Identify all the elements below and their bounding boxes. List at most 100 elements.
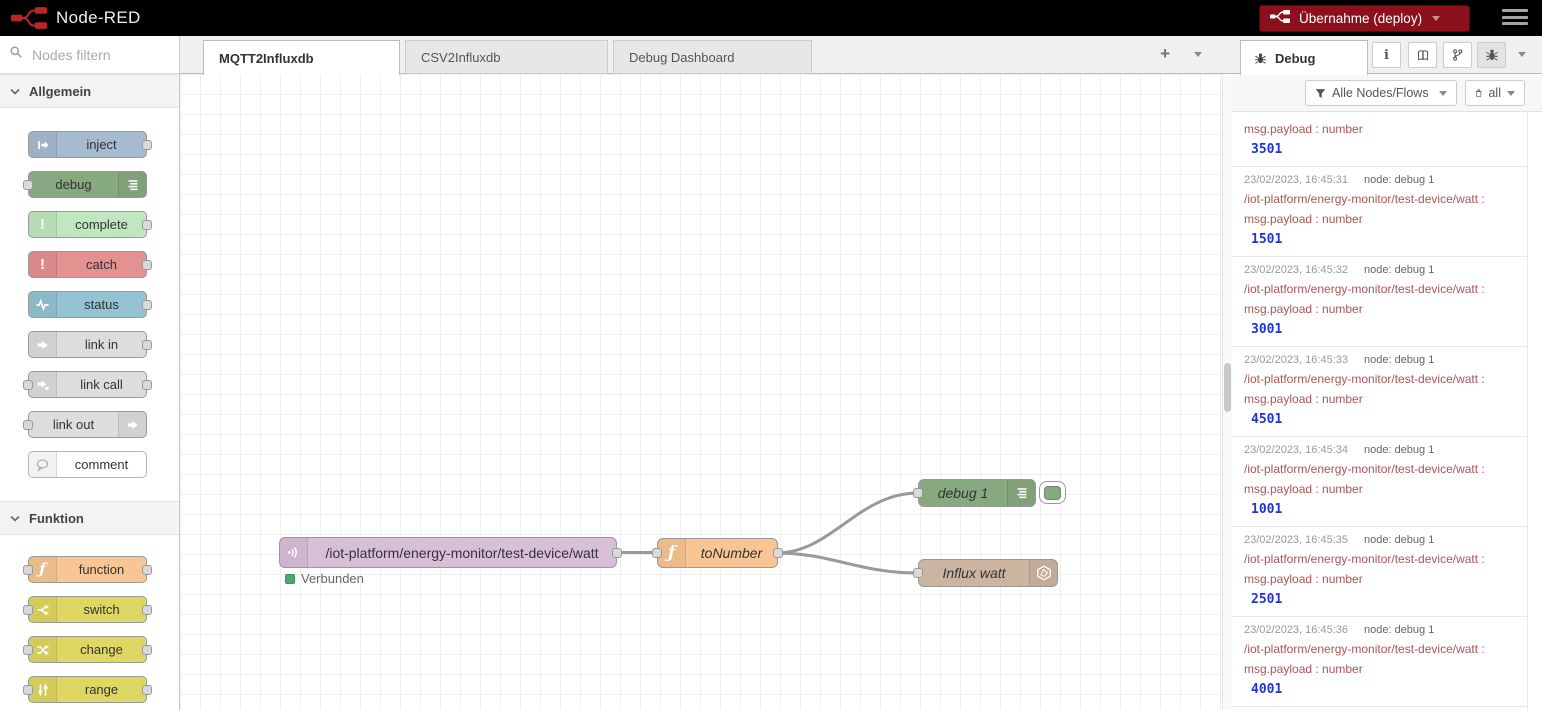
change-shuffle-icon — [29, 637, 57, 662]
output-port[interactable] — [142, 139, 152, 150]
debug-enable-toggle[interactable] — [1039, 481, 1066, 504]
output-port[interactable] — [142, 564, 152, 575]
connected-status-label: Verbunden — [301, 571, 364, 586]
mqtt-status: Verbunden — [285, 571, 364, 586]
canvas-scrollbar-thumb[interactable] — [1224, 363, 1231, 412]
output-port[interactable] — [612, 547, 622, 558]
chevron-down-icon — [10, 88, 20, 95]
palette-search[interactable] — [0, 36, 179, 74]
palette-node-debug[interactable]: debug — [23, 171, 147, 198]
add-flow-button[interactable]: + — [1160, 44, 1170, 63]
palette-category-allgemein[interactable]: Allgemein — [0, 74, 179, 108]
input-port[interactable] — [23, 684, 33, 695]
info-icon: i — [1384, 47, 1389, 63]
output-port[interactable] — [142, 684, 152, 695]
input-port[interactable] — [913, 568, 923, 578]
palette-node-change[interactable]: change — [23, 636, 152, 663]
info-button[interactable]: i — [1372, 42, 1401, 68]
palette-node-switch[interactable]: switch — [23, 596, 152, 623]
bug-icon — [1255, 52, 1266, 64]
flow-tab-mqtt2influxdb[interactable]: MQTT2Influxdb — [203, 40, 400, 75]
input-port[interactable] — [23, 564, 33, 575]
palette-body: Allgemein inject debug ! complete — [0, 74, 179, 710]
input-port[interactable] — [23, 644, 33, 655]
deploy-caret-icon[interactable] — [1432, 16, 1441, 21]
output-port[interactable] — [142, 339, 152, 350]
output-port[interactable] — [142, 219, 152, 230]
output-port[interactable] — [142, 604, 152, 615]
app-title: Node-RED — [56, 8, 141, 27]
node-palette: Allgemein inject debug ! complete — [0, 36, 180, 710]
output-port[interactable] — [142, 299, 152, 310]
output-port[interactable] — [142, 259, 152, 270]
search-icon — [9, 45, 23, 64]
funnel-icon — [1315, 88, 1326, 98]
input-port[interactable] — [23, 419, 33, 430]
wires-layer — [617, 491, 920, 575]
palette-node-complete[interactable]: ! complete — [28, 211, 152, 238]
link-arrow-icon — [118, 412, 146, 437]
input-port[interactable] — [23, 604, 33, 615]
sidebar-menu-caret-icon[interactable] — [1518, 52, 1526, 57]
palette-node-comment[interactable]: comment — [28, 451, 147, 478]
output-port[interactable] — [773, 548, 783, 558]
link-call-icon — [29, 372, 57, 397]
deploy-button[interactable]: Übernahme (deploy) — [1259, 5, 1470, 32]
main-menu-button[interactable] — [1502, 9, 1528, 29]
function-icon: ƒ — [658, 539, 686, 567]
chevron-down-icon — [1439, 90, 1447, 96]
debug-clear-button[interactable]: all — [1465, 80, 1525, 106]
flow-list-caret-icon[interactable] — [1194, 52, 1202, 57]
input-port[interactable] — [913, 488, 923, 498]
mqtt-rss-icon — [280, 538, 308, 567]
mqtt-in-node[interactable]: /iot-platform/energy-monitor/test-device… — [279, 537, 622, 568]
debug-node[interactable]: debug 1 — [913, 479, 1036, 507]
palette-node-function[interactable]: ƒ function — [23, 556, 152, 583]
palette-node-inject[interactable]: inject — [28, 131, 152, 158]
palette-node-link-in[interactable]: link in — [28, 331, 152, 358]
connected-status-dot — [285, 573, 295, 584]
chevron-down-icon — [1507, 90, 1515, 96]
version-control-button[interactable] — [1443, 42, 1472, 68]
input-port[interactable] — [652, 548, 662, 558]
canvas-scrollbar[interactable] — [1222, 74, 1232, 710]
influxdb-out-node[interactable]: Influx watt — [913, 559, 1058, 587]
flow-tab-csv2influxdb[interactable]: CSV2Influxdb — [405, 40, 608, 74]
sidebar-tab-debug[interactable]: Debug — [1240, 40, 1368, 75]
search-input[interactable] — [30, 45, 165, 64]
node-label: debug 1 — [937, 485, 989, 501]
palette-node-link-out[interactable]: link out — [23, 411, 147, 438]
flow-canvas[interactable]: /iot-platform/energy-monitor/test-device… — [180, 74, 1232, 710]
sidebar-toolbar: Debug i — [1232, 36, 1542, 75]
influxdb-icon — [1029, 560, 1057, 586]
node-label: toNumber — [700, 545, 763, 561]
output-port[interactable] — [142, 379, 152, 390]
help-button[interactable] — [1408, 42, 1437, 68]
palette-category-funktion[interactable]: Funktion — [0, 501, 179, 535]
deploy-label: Übernahme (deploy) — [1299, 11, 1423, 26]
debug-list-icon — [1007, 480, 1035, 506]
output-port[interactable] — [142, 644, 152, 655]
function-node-tonumber[interactable]: ƒ toNumber — [652, 538, 783, 568]
palette-node-link-call[interactable]: link call — [23, 371, 152, 398]
debug-panel-button[interactable] — [1477, 42, 1506, 68]
range-sliders-icon — [29, 677, 57, 702]
node-label: /iot-platform/energy-monitor/test-device… — [325, 544, 599, 561]
input-port[interactable] — [23, 179, 33, 190]
debug-filter-button[interactable]: Alle Nodes/Flows — [1305, 80, 1457, 106]
flow-tab-debug-dashboard[interactable]: Debug Dashboard — [613, 40, 812, 74]
palette-node-status[interactable]: status — [28, 291, 152, 318]
palette-node-catch[interactable]: ! catch — [28, 251, 152, 278]
debug-list-icon — [118, 172, 146, 197]
flow-tab-bar: MQTT2Influxdb CSV2Influxdb Debug Dashboa… — [180, 36, 1232, 75]
palette-node-range[interactable]: range — [23, 676, 152, 703]
debug-message-list[interactable]: msg.payload : number 3501 23/02/2023, 16… — [1232, 112, 1528, 710]
input-port[interactable] — [23, 379, 33, 390]
function-icon: ƒ — [29, 557, 57, 582]
